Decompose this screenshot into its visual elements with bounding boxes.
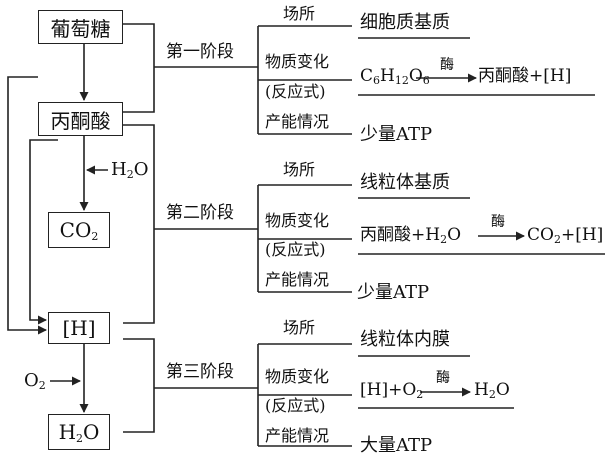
pyruvate-label: 丙酮酸 [50,108,111,133]
stage1-energy-value: 少量ATP [360,124,433,145]
pyruvate-to-h-loop [29,139,58,325]
pyruvate-box: 丙酮酸 [38,102,123,136]
h-box: [H] [48,312,110,344]
co2-box: CO2 [48,212,110,248]
stage2-site-heading: 场所 [283,160,316,179]
stage2-energy-value: 少量ATP [357,282,430,303]
stage2-bracket [123,124,155,324]
stage2-enzyme-label: 酶 [491,214,505,230]
glucose-label: 葡萄糖 [50,16,111,41]
stage3-energy-value: 大量ATP [360,435,433,456]
oxygen-input-label: O2 [24,370,46,392]
stage3-equation-left: [H]+O2 [360,380,424,401]
stage1-enzyme-label: 酶 [440,57,454,73]
stage1-bracket [123,23,155,113]
stage3-change-heading: 物质变化 [265,367,330,386]
stage1-equation-left: C6H12O6 [360,66,430,87]
water-product-box: H2O [48,414,110,450]
glucose-to-h-loop [7,76,47,335]
stage3-bracket [123,338,155,433]
stage1-site-heading: 场所 [283,4,316,23]
stage2-name: 第二阶段 [166,203,234,223]
stage2-equation-left: 丙酮酸+H2O [360,225,462,246]
stage2-reaction-heading: (反应式) [265,240,326,259]
co2-label: CO2 [59,218,99,243]
stage1-reaction-heading: (反应式) [265,82,326,101]
stage1-energy-heading: 产能情况 [265,112,330,131]
glucose-box: 葡萄糖 [38,10,123,44]
stage2-change-heading: 物质变化 [265,211,330,230]
stage1-name: 第一阶段 [166,42,234,62]
stage1-change-heading: 物质变化 [265,52,330,71]
stage3-name: 第三阶段 [166,362,234,382]
stage3-equation-right: H2O [474,380,510,401]
water-input-label: H2O [111,159,149,181]
stage3-enzyme-label: 酶 [436,370,450,386]
stage1-equation-right: 丙酮酸+[H] [478,66,572,86]
water-product-label: H2O [58,420,100,445]
stage2-energy-heading: 产能情况 [265,270,330,289]
h-label: [H] [62,316,96,340]
stage2-equation-right: CO2+[H] [527,225,604,246]
stage3-site-heading: 场所 [283,318,316,337]
stage1-site-value: 细胞质基质 [360,12,450,33]
stage2-site-value: 线粒体基质 [360,172,450,193]
stage3-site-value: 线粒体内膜 [360,329,450,350]
stage3-reaction-heading: (反应式) [265,396,326,415]
stage3-energy-heading: 产能情况 [265,426,330,445]
